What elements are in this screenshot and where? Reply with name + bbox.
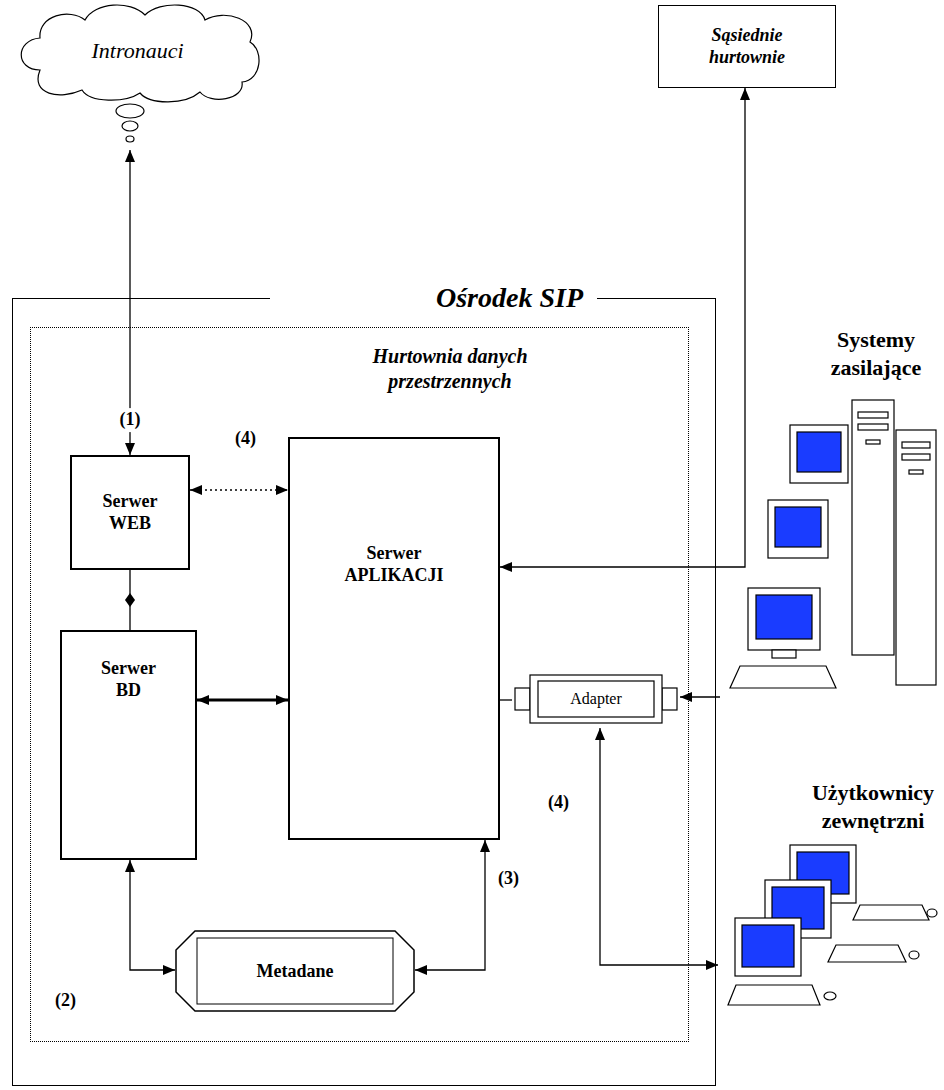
thought-bubble	[116, 104, 144, 118]
thought-bubble	[126, 136, 134, 142]
connector	[680, 696, 720, 697]
metadata-node: Metadane	[175, 930, 415, 1012]
mouse	[927, 909, 937, 917]
server-box: Serwer WEB	[70, 455, 190, 570]
monitor-case	[748, 588, 820, 650]
connector	[197, 699, 288, 702]
callout-number: (2)	[55, 990, 76, 1012]
frame-title: Hurtownia danych przestrzennych	[350, 344, 550, 394]
mouse	[909, 951, 919, 959]
warehouse-box: Sąsiednie hurtownie	[658, 5, 836, 88]
monitor-screen	[797, 432, 841, 472]
adapter-node: Adapter	[512, 670, 680, 728]
drive-slot	[902, 442, 930, 448]
server-box: Serwer BD	[60, 630, 197, 860]
adapter-label: Adapter	[570, 690, 622, 708]
connector	[600, 728, 718, 965]
cloud-node: Intronauci	[10, 0, 265, 150]
monitor-screen	[742, 925, 794, 967]
connector	[130, 860, 175, 970]
tower-case	[896, 430, 936, 685]
adapter-part	[515, 688, 530, 710]
drive-slot	[858, 412, 888, 418]
drive-slot	[866, 440, 880, 444]
callout-number: (4)	[235, 428, 256, 450]
box-text: Sąsiednie hurtownie	[682, 25, 812, 68]
keyboard	[853, 905, 929, 920]
external-users: Użytkownicy zewnętrzni	[718, 775, 944, 1015]
keyboard	[730, 666, 836, 688]
server-box: Serwer APLIKACJI	[288, 437, 500, 840]
cloud-outline	[10, 0, 265, 150]
group-label: Systemy zasilające	[812, 326, 940, 381]
user-workstations	[728, 845, 937, 1005]
adapter-part	[662, 688, 677, 710]
server-label: Serwer WEB	[90, 491, 170, 534]
cloud-text: Intronauci	[10, 38, 265, 64]
monitor-case	[735, 918, 801, 976]
connector	[129, 570, 130, 630]
frame-title: Ośrodek SIP	[270, 282, 597, 314]
connector	[190, 489, 288, 490]
octagon-inner	[197, 938, 393, 1004]
drive-slot	[902, 454, 930, 460]
warehouse-frame: Hurtownia danych przestrzennychSerwer WE…	[30, 327, 689, 1042]
callout-number: (4)	[548, 792, 569, 814]
callout-number: (1)	[117, 408, 144, 432]
connector	[500, 699, 512, 700]
adapter-part	[530, 675, 662, 723]
drive-slot	[858, 424, 888, 430]
monitor-screen	[756, 595, 812, 639]
adapter-inner	[538, 681, 654, 717]
mouse	[824, 992, 836, 1000]
monitor-case	[768, 500, 828, 558]
tower-case	[852, 400, 894, 655]
server-label: Serwer BD	[89, 658, 169, 701]
monitor-screen	[775, 507, 821, 547]
drive-slot	[909, 470, 923, 474]
callout-number: (3)	[498, 868, 519, 890]
keyboard	[728, 985, 820, 1005]
group-label: Użytkownicy zewnętrzni	[806, 779, 940, 834]
connector	[415, 840, 485, 970]
thought-bubble	[122, 121, 138, 131]
octagon-shape	[176, 931, 414, 1011]
metadata-label: Metadane	[257, 961, 334, 982]
server-tower	[852, 400, 936, 685]
keyboard	[828, 945, 906, 962]
monitor	[730, 425, 848, 688]
feeding-systems: Systemy zasilające	[720, 320, 944, 700]
server-label: Serwer APLIKACJI	[334, 543, 454, 586]
monitor-stand	[772, 650, 796, 658]
monitor-case	[790, 425, 848, 483]
